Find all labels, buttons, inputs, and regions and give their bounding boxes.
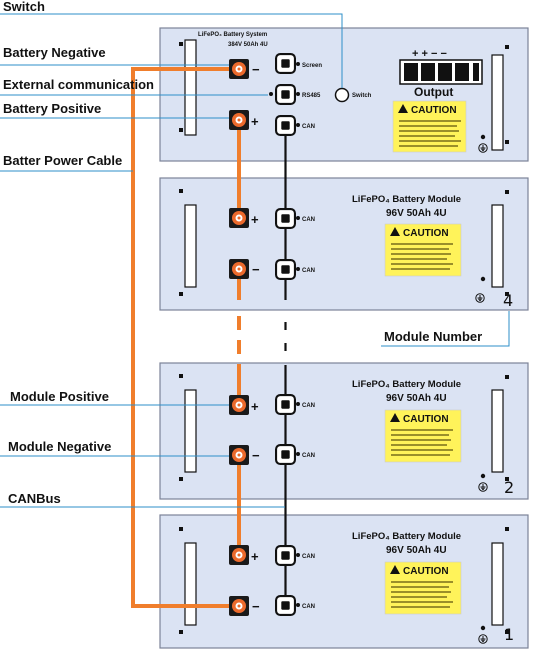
callout-module-positive: Module Positive xyxy=(10,389,109,404)
svg-text:−: − xyxy=(252,262,260,277)
power-switch[interactable] xyxy=(334,87,350,103)
callout-canbus: CANBus xyxy=(8,491,61,506)
right-handle xyxy=(491,54,504,151)
system-can-label: CAN xyxy=(302,124,315,130)
module-title: LiFePO₄ Battery Module xyxy=(352,194,461,205)
system-caution-label: CAUTION xyxy=(392,100,467,153)
callout-power-cable: Batter Power Cable xyxy=(3,153,122,168)
svg-text:+: + xyxy=(251,549,259,564)
screen-port-label: Screen xyxy=(302,63,322,69)
svg-text:CAN: CAN xyxy=(302,604,315,610)
screen-port[interactable] xyxy=(275,53,296,74)
module-4-positive-terminal[interactable] xyxy=(229,208,249,228)
svg-text:−: − xyxy=(252,599,260,614)
svg-text:CAUTION: CAUTION xyxy=(411,105,457,116)
module-title: LiFePO₄ Battery Module xyxy=(352,379,461,390)
svg-text:+: + xyxy=(251,212,259,227)
svg-text:CAN: CAN xyxy=(302,554,315,560)
svg-text:CAUTION: CAUTION xyxy=(403,414,449,425)
callout-external-communication: External communication xyxy=(3,77,154,92)
system-minus-sign: − xyxy=(252,62,260,77)
module-2-caution-label: CAUTION xyxy=(384,409,462,463)
callout-battery-negative: Battery Negative xyxy=(3,45,106,60)
svg-text:CAN: CAN xyxy=(302,453,315,459)
module-4-caution-label: CAUTION xyxy=(384,223,462,277)
output-terminal-block[interactable] xyxy=(399,59,483,85)
battery-module-2: LiFePO₄ Battery Module 96V 50Ah 4U + − C… xyxy=(159,362,529,500)
module-4-negative-terminal[interactable] xyxy=(229,259,249,279)
module-number-1: 1 xyxy=(504,625,514,644)
callout-lines xyxy=(0,13,510,508)
rs485-port-label: RS485 xyxy=(302,93,321,99)
left-handle xyxy=(184,542,197,626)
module-2-can-port-in[interactable] xyxy=(275,394,296,415)
callout-module-negative: Module Negative xyxy=(8,439,111,454)
system-unit-panel: LiFePO₄ Battery System 384V 50Ah 4U − + … xyxy=(159,27,529,162)
callout-module-number: Module Number xyxy=(384,329,482,344)
callout-battery-positive: Battery Positive xyxy=(3,101,101,116)
system-can-port[interactable] xyxy=(275,115,296,136)
module-2-negative-terminal[interactable] xyxy=(229,445,249,465)
module-number-2: 2 xyxy=(504,478,514,497)
battery-module-4: LiFePO₄ Battery Module 96V 50Ah 4U + − C… xyxy=(159,177,529,311)
module-1-can-port-in[interactable] xyxy=(275,545,296,566)
left-handle xyxy=(184,39,197,136)
module-1-can-port-out[interactable] xyxy=(275,595,296,616)
module-4-can-port-out[interactable] xyxy=(275,259,296,280)
module-1-negative-terminal[interactable] xyxy=(229,596,249,616)
output-signs: + + − − xyxy=(412,48,447,60)
module-2-can-port-out[interactable] xyxy=(275,444,296,465)
right-handle xyxy=(491,204,504,288)
system-spec: 384V 50Ah 4U xyxy=(228,42,268,48)
module-spec: 96V 50Ah 4U xyxy=(386,208,447,219)
rs485-port[interactable] xyxy=(275,84,296,105)
left-handle xyxy=(184,204,197,288)
module-1-positive-terminal[interactable] xyxy=(229,545,249,565)
callout-switch: Switch xyxy=(3,0,45,14)
switch-label: Switch xyxy=(352,93,372,99)
main-power-cable xyxy=(131,67,229,608)
right-handle xyxy=(491,389,504,473)
module-4-can-port-in[interactable] xyxy=(275,208,296,229)
module-2-positive-terminal[interactable] xyxy=(229,395,249,415)
svg-text:−: − xyxy=(252,448,260,463)
svg-text:+: + xyxy=(251,399,259,414)
system-title: LiFePO₄ Battery System xyxy=(198,32,267,38)
svg-text:CAN: CAN xyxy=(302,217,315,223)
svg-text:CAUTION: CAUTION xyxy=(403,228,449,239)
module-title: LiFePO₄ Battery Module xyxy=(352,531,461,542)
svg-text:CAN: CAN xyxy=(302,403,315,409)
module-1-caution-label: CAUTION xyxy=(384,561,462,615)
output-label: Output xyxy=(414,85,453,99)
svg-text:CAUTION: CAUTION xyxy=(403,566,449,577)
module-number-4: 4 xyxy=(503,291,513,310)
module-spec: 96V 50Ah 4U xyxy=(386,393,447,404)
svg-text:CAN: CAN xyxy=(302,268,315,274)
battery-module-1: LiFePO₄ Battery Module 96V 50Ah 4U + − C… xyxy=(159,514,529,649)
module-spec: 96V 50Ah 4U xyxy=(386,545,447,556)
battery-positive-terminal[interactable] xyxy=(229,110,249,130)
battery-negative-terminal[interactable] xyxy=(229,59,249,79)
right-handle xyxy=(491,542,504,626)
system-plus-sign: + xyxy=(251,114,259,129)
left-handle xyxy=(184,389,197,473)
power-cables xyxy=(131,67,241,608)
